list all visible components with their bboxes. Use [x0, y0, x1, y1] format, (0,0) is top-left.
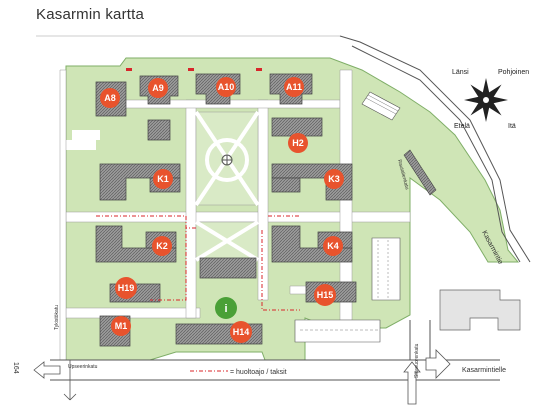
- marker-k1-label: K1: [157, 174, 169, 184]
- marker-h14-label: H14: [233, 327, 250, 337]
- marker-info-label: i: [224, 303, 227, 315]
- legend-service-route-label: = huoltoajo / taksit: [230, 369, 287, 376]
- marker-h2[interactable]: [288, 133, 308, 153]
- marker-a10-label: A10: [218, 82, 235, 92]
- marker-k4-label: K4: [327, 241, 339, 251]
- compass-west-label: Länsi: [452, 69, 469, 76]
- entrance-markers: [126, 68, 262, 71]
- marker-m1[interactable]: [111, 316, 131, 336]
- marker-info[interactable]: [215, 297, 237, 319]
- marker-k3[interactable]: [324, 169, 344, 189]
- compass-east-label: Itä: [508, 123, 516, 130]
- marker-a11-label: A11: [286, 82, 302, 92]
- marker-a11[interactable]: [284, 77, 304, 97]
- building-markers[interactable]: A8 A9 A10 A11 H2 K1 K3 K2 K4 H19 H15 M1 …: [100, 77, 344, 343]
- service-route: [96, 215, 300, 311]
- compass: [464, 78, 508, 122]
- marker-a9-label: A9: [152, 83, 164, 93]
- compass-south-label: Etelä: [454, 123, 470, 130]
- marker-h14[interactable]: [230, 321, 252, 343]
- marker-a8[interactable]: [100, 88, 120, 108]
- marker-k2[interactable]: [152, 236, 172, 256]
- marker-h19[interactable]: [115, 277, 137, 299]
- marker-m1-label: M1: [115, 321, 128, 331]
- marker-k1[interactable]: [153, 169, 173, 189]
- marker-k4[interactable]: [323, 236, 343, 256]
- marker-h19-label: H19: [118, 283, 135, 293]
- compass-north-label: Pohjoinen: [498, 69, 529, 76]
- marker-k3-label: K3: [328, 174, 340, 184]
- marker-k2-label: K2: [156, 241, 168, 251]
- map-title: Kasarmin kartta: [36, 6, 145, 23]
- siltavuorenkatu-label: Siltavuorenkatu: [414, 343, 420, 378]
- marker-a8-label: A8: [104, 93, 116, 103]
- marker-a9[interactable]: [148, 78, 168, 98]
- road-number-label: 164: [12, 362, 19, 374]
- upseerinkatu-label: Upseerinkatu: [68, 364, 98, 370]
- outside-area: [33, 35, 531, 405]
- kasarmintielle-label: Kasarmintielle: [462, 367, 506, 374]
- marker-a10[interactable]: [216, 77, 236, 97]
- site-area: [59, 57, 520, 361]
- marker-h15-label: H15: [317, 290, 334, 300]
- marker-h15[interactable]: [314, 284, 336, 306]
- tykistokatu-label: Tykistökatu: [54, 305, 60, 330]
- marker-h2-label: H2: [292, 138, 304, 148]
